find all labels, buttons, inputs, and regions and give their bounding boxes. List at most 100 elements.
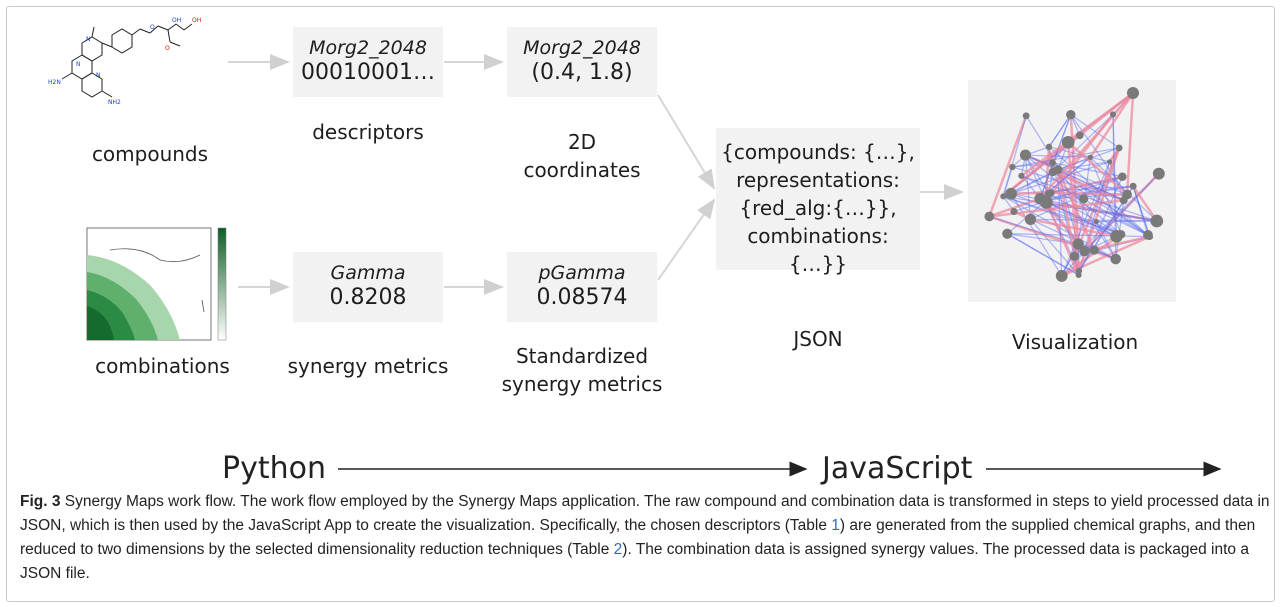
arrow-pgamma-json bbox=[657, 198, 716, 281]
network-edge bbox=[1002, 166, 1013, 197]
json-box: {compounds: {…}, representations: {red_a… bbox=[716, 128, 920, 276]
coordinates-label: 2D coordinates bbox=[507, 128, 657, 184]
json-line: {red_alg:{…}}, bbox=[739, 196, 897, 220]
json-line: combinations: bbox=[747, 224, 889, 248]
coordinates-label-line2: coordinates bbox=[523, 158, 641, 182]
pgamma-box: pGamma 0.08574 bbox=[507, 252, 657, 322]
network-edge bbox=[1061, 233, 1122, 277]
network-edge bbox=[1045, 201, 1080, 276]
network-node bbox=[1150, 214, 1164, 228]
standardized-label-line1: Standardized bbox=[515, 344, 649, 368]
network-edge bbox=[1061, 243, 1079, 277]
network-node bbox=[1005, 187, 1017, 200]
network-node bbox=[1072, 238, 1084, 250]
network-node bbox=[1066, 109, 1076, 120]
svg-text:O: O bbox=[150, 24, 155, 31]
network-edge bbox=[1057, 169, 1063, 276]
network-node bbox=[1055, 269, 1068, 282]
network-edge bbox=[1096, 220, 1157, 223]
descriptor-box-title: Morg2_2048 bbox=[309, 37, 427, 59]
figure-caption: Fig. 3 Synergy Maps work flow. The work … bbox=[20, 490, 1270, 586]
network-edge bbox=[1025, 154, 1091, 158]
network-node bbox=[1117, 230, 1126, 239]
network-node bbox=[1115, 144, 1123, 152]
network-edge bbox=[1048, 193, 1122, 235]
table-ref-link[interactable]: 2 bbox=[613, 541, 623, 558]
combination-heatmap-image bbox=[86, 227, 227, 341]
network-node bbox=[1087, 154, 1093, 160]
network-edge bbox=[1007, 233, 1079, 276]
synergy-metrics-label: synergy metrics bbox=[287, 354, 449, 378]
network-edge bbox=[1013, 176, 1123, 213]
network-edge bbox=[1052, 171, 1151, 238]
network-edge bbox=[989, 215, 1079, 245]
gamma-box-value: 0.8208 bbox=[329, 285, 407, 310]
network-edge bbox=[1048, 114, 1072, 148]
network-node bbox=[1075, 271, 1082, 279]
network-edge bbox=[1083, 198, 1151, 238]
network-node bbox=[1069, 251, 1079, 261]
caption-text: ) are generated from the supplied chemic… bbox=[20, 517, 1256, 558]
network-node bbox=[1018, 172, 1025, 179]
network-node bbox=[1129, 182, 1137, 190]
network-edge bbox=[1025, 154, 1125, 201]
coordinates-label-line1: 2D bbox=[567, 130, 597, 154]
caption-text: Synergy Maps work flow. The work flow em… bbox=[20, 493, 1270, 534]
network-node bbox=[1002, 228, 1013, 239]
table-ref-link[interactable]: 1 bbox=[831, 517, 840, 534]
network-edge bbox=[1089, 156, 1158, 222]
arrow-coordinates-json bbox=[657, 94, 716, 190]
network-visualization-image bbox=[984, 87, 1165, 282]
network-node bbox=[1110, 253, 1121, 265]
network-node bbox=[1093, 219, 1099, 225]
svg-text:N: N bbox=[96, 72, 101, 79]
network-edge bbox=[1020, 175, 1086, 252]
compounds-label: compounds bbox=[91, 142, 209, 166]
caption-text: ). The combination data is assigned syne… bbox=[20, 541, 1249, 582]
network-edge bbox=[1003, 195, 1117, 237]
descriptors-label: descriptors bbox=[312, 120, 424, 144]
network-edge bbox=[988, 197, 1041, 218]
pgamma-box-value: 0.08574 bbox=[536, 285, 628, 310]
network-edge bbox=[1048, 146, 1151, 238]
descriptor-box-value: 00010001… bbox=[301, 60, 435, 85]
network-node bbox=[1109, 111, 1117, 118]
network-node bbox=[1048, 167, 1057, 177]
network-edge bbox=[1012, 147, 1120, 168]
coordinate-box: Morg2_2048 (0.4, 1.8) bbox=[507, 27, 657, 97]
network-node bbox=[1044, 189, 1053, 198]
network-edge bbox=[1125, 92, 1135, 195]
visualization-label: Visualization bbox=[1011, 330, 1139, 354]
figure-number: Fig. 3 bbox=[20, 493, 61, 510]
network-node bbox=[1024, 213, 1037, 226]
network-node bbox=[1079, 245, 1090, 257]
network-node bbox=[1010, 207, 1018, 216]
network-node bbox=[1127, 87, 1139, 99]
network-edge bbox=[1039, 114, 1072, 199]
network-edge bbox=[1070, 114, 1128, 195]
network-node bbox=[1022, 112, 1030, 120]
network-edge bbox=[1112, 114, 1118, 237]
network-edge bbox=[1052, 162, 1149, 236]
svg-text:H2N: H2N bbox=[48, 79, 61, 86]
network-node bbox=[1122, 189, 1132, 200]
standardized-label-line2: synergy metrics bbox=[501, 372, 663, 396]
network-node bbox=[1009, 163, 1016, 171]
network-node bbox=[1034, 192, 1046, 205]
network-edge bbox=[1030, 218, 1116, 260]
pgamma-box-title: pGamma bbox=[538, 262, 626, 284]
json-line: representations: bbox=[736, 168, 900, 192]
svg-text:O: O bbox=[165, 45, 170, 52]
network-node bbox=[1061, 135, 1075, 149]
network-node bbox=[1107, 159, 1113, 165]
network-node bbox=[1019, 149, 1032, 161]
network-edge bbox=[1039, 114, 1072, 199]
network-edge bbox=[1007, 233, 1150, 238]
standardized-label: Standardized synergy metrics bbox=[490, 342, 674, 398]
network-edge bbox=[1132, 185, 1151, 237]
network-edge bbox=[1007, 233, 1079, 276]
network-edge bbox=[1030, 218, 1157, 222]
network-node bbox=[1146, 233, 1154, 241]
